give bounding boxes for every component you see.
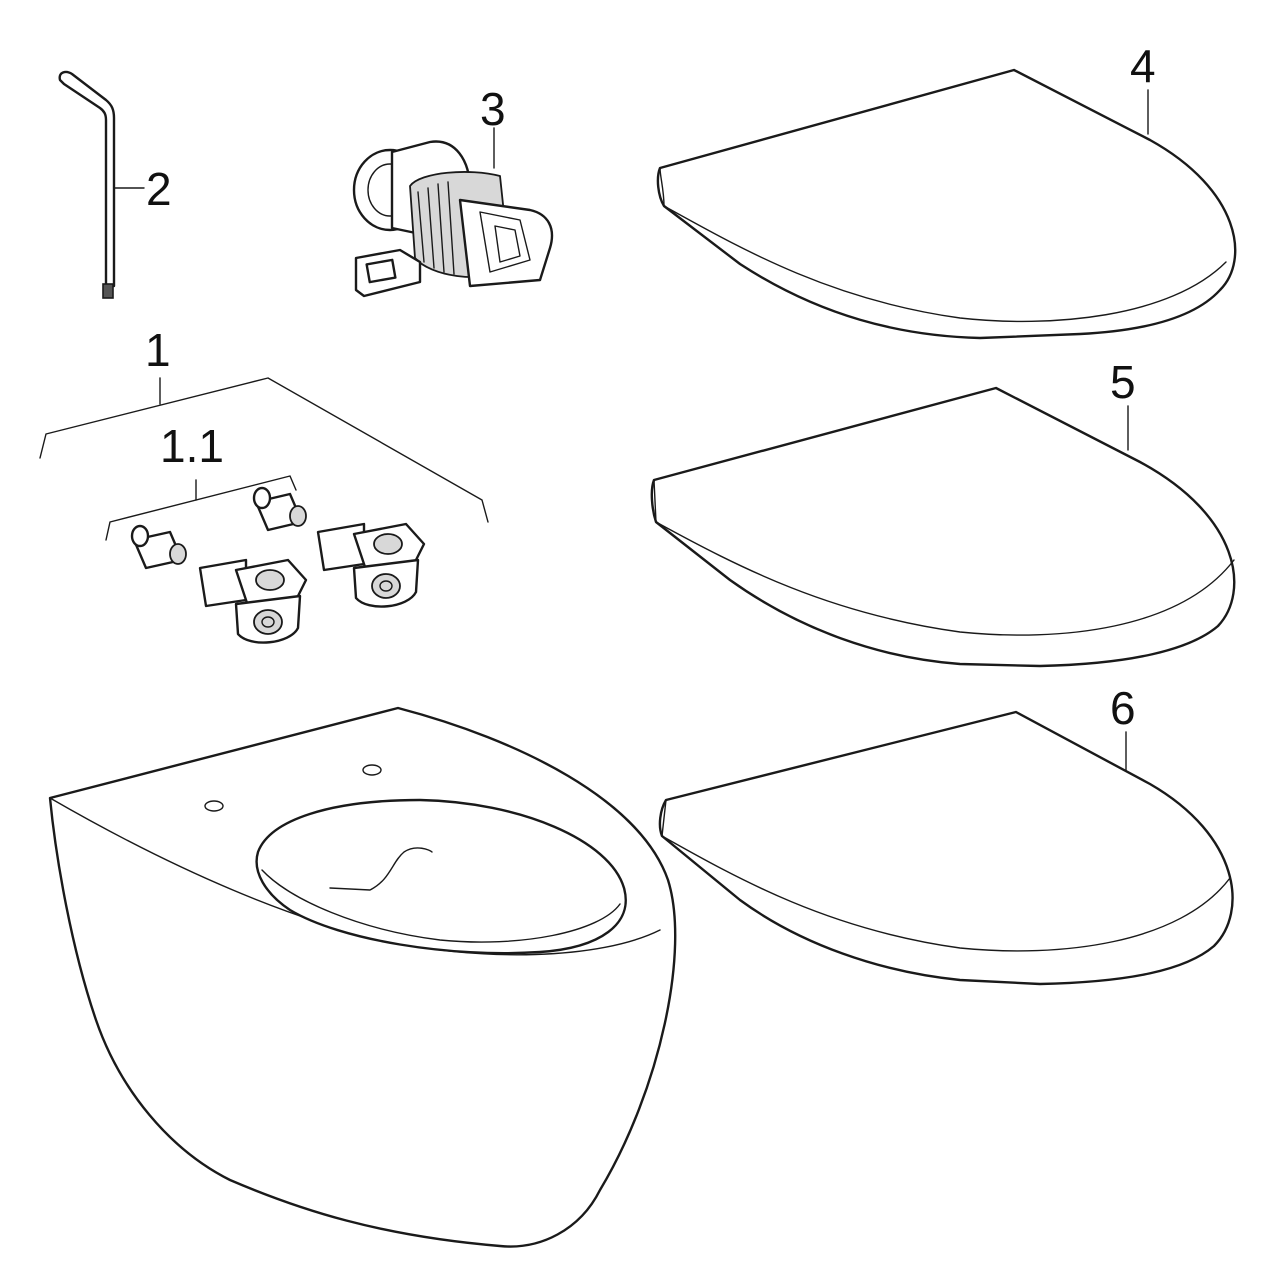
- part-4-seat-cover: 4: [656, 40, 1237, 340]
- label-part-1-1: 1.1: [160, 420, 224, 472]
- part-1-1-fasteners-bracket: 1.1: [105, 420, 297, 541]
- part-6-seat-cover: 6: [658, 682, 1234, 986]
- fastener-clamp-left: [198, 558, 308, 644]
- label-part-4: 4: [1130, 40, 1156, 92]
- part-3-connector: 3: [352, 83, 554, 298]
- part-5-seat-cover: 5: [650, 356, 1236, 668]
- part-1-fixing-set-bracket: 1: [39, 324, 489, 523]
- label-part-2: 2: [146, 163, 172, 215]
- label-part-6: 6: [1110, 682, 1136, 734]
- toilet-bowl: [48, 706, 677, 1248]
- label-part-3: 3: [480, 83, 506, 135]
- part-2-allen-key: 2: [58, 70, 172, 299]
- fastener-pin-right: [252, 486, 307, 532]
- fastener-pin-left: [130, 524, 187, 570]
- part-1-1-fasteners: [130, 486, 426, 644]
- label-part-5: 5: [1110, 356, 1136, 408]
- label-part-1: 1: [145, 324, 171, 376]
- fastener-clamp-right: [316, 522, 426, 608]
